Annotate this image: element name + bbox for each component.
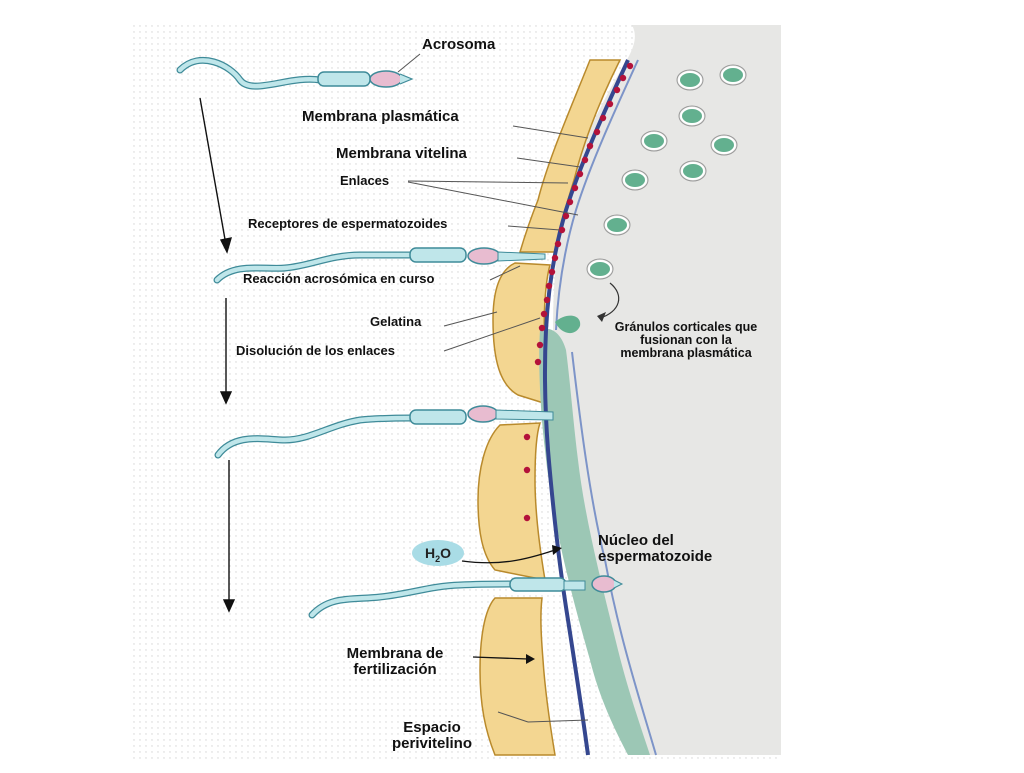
label-membrana-plasmatica: Membrana plasmática: [302, 108, 459, 125]
label-granulos-line3: membrana plasmática: [620, 346, 752, 361]
label-espacio-perivitelino: Espacio perivitelino: [372, 720, 492, 752]
label-fert-line2: fertilización: [353, 660, 437, 678]
label-espacio-line1: Espacio: [403, 719, 461, 736]
fusing-granule: [555, 315, 581, 334]
jelly-segment-4: [479, 597, 556, 756]
label-nucleo: Núcleo del espermatozoide: [598, 533, 712, 565]
sperm-cells: [176, 56, 586, 619]
receptor-dots: [523, 62, 634, 522]
sperm-nucleus: [591, 575, 617, 593]
perivitelline-space: [539, 328, 650, 755]
label-granulos-corticales: Gránulos corticales que fusionan con la …: [590, 320, 782, 361]
h2o-sub: 2: [435, 553, 441, 564]
label-fert-line1: Membrana de: [346, 645, 444, 662]
plasma-membrane: [555, 59, 639, 331]
label-gelatina: Gelatina: [370, 314, 422, 329]
label-espacio-line2: perivitelino: [391, 734, 473, 752]
cortical-granules: [586, 64, 747, 280]
label-reaccion-acrosomica: Reacción acrosómica en curso: [243, 271, 435, 286]
label-membrana-vitelina: Membrana vitelina: [336, 145, 467, 162]
label-granulos-line2: fusionan con la: [640, 333, 732, 348]
egg-cytoplasm: [553, 25, 781, 755]
label-enlaces: Enlaces: [340, 173, 390, 188]
label-granulos-line1: Gránulos corticales que: [614, 320, 758, 334]
label-h2o: H2O: [412, 540, 464, 566]
leader-lines: [397, 53, 589, 723]
h2o-blob: [412, 540, 464, 566]
label-nucleo-line2: espermatozoide: [598, 547, 713, 565]
label-nucleo-line1: Núcleo del: [598, 532, 674, 549]
plasma-membrane-lower: [571, 351, 657, 756]
label-disolucion: Disolución de los enlaces: [236, 343, 395, 358]
time-arrows: [199, 97, 236, 613]
granule-fusion-arrow: [599, 282, 620, 319]
h2o-o: O: [440, 545, 452, 561]
label-acrosoma: Acrosoma: [422, 36, 496, 53]
h2o-h: H: [424, 545, 436, 561]
label-receptores: Receptores de espermatozoides: [248, 216, 448, 231]
label-membrana-fertilizacion: Membrana de fertilización: [320, 646, 470, 678]
